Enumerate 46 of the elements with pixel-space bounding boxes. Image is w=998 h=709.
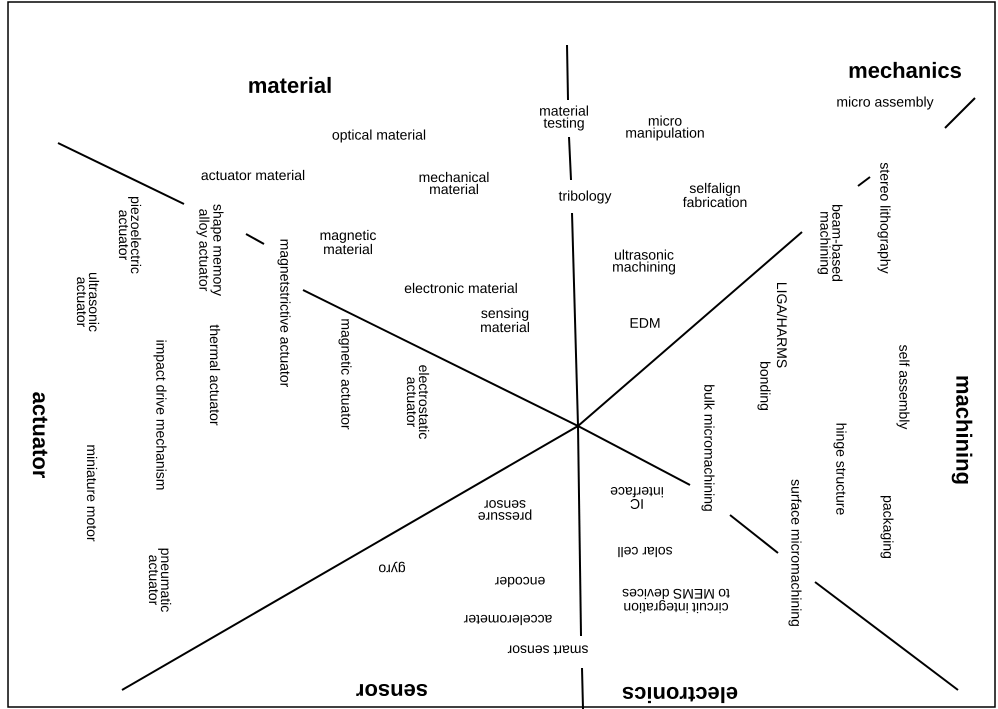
topic-label: smart sensor [508,645,588,655]
topic-label: tribology [558,190,612,204]
topic-label: micro assembly [837,96,934,110]
topic-label: accelerometer [464,614,552,626]
category-label: machining [952,376,972,484]
topic-label: shape memory alloy actuator [196,204,224,296]
topic-label: optical material [332,129,426,143]
topic-label: LIGA/HARMS [776,282,788,368]
topic-label: surface micromachining [788,479,802,626]
topic-label: pneumatic actuator [148,548,172,612]
topic-label: pressure sensor [478,500,532,520]
category-label: sensor [356,684,428,696]
topic-label: gyro [378,562,406,572]
topic-label: solar cell [618,546,672,558]
topic-label: impact drive mechanism [154,340,167,490]
category-label: actuator [32,392,48,478]
topic-label: electrostatic actuator [406,365,430,439]
topic-label: miniature motor [86,445,98,542]
topic-label: mechanical material [420,172,488,194]
topic-label: actuator material [201,170,304,180]
topic-label: selfalign fabrication [682,182,746,208]
category-label: electronics [622,686,738,704]
topic-label: IC interface [610,487,663,509]
topic-label: material testing [540,105,588,131]
topic-label: ultrasonic machining [613,249,675,275]
topic-label: magnetic material [320,230,376,254]
topic-label: bulk micromachining [701,385,715,511]
topic-label: piezoelectric actuator [118,197,142,274]
category-label: material [249,76,331,94]
topic-label: stereo lithography [877,162,891,274]
topic-label: magnetic actuator [338,319,352,430]
topic-label: ultrasonic actuator [76,272,100,332]
category-label: mechanics [850,62,961,78]
topic-label: electronic material [404,282,517,294]
topic-label: magnetstrictive actuator [277,240,291,388]
topic-label: hinge structure [833,424,847,515]
topic-label: packaging [880,496,894,558]
topic-label: encoder [494,576,545,588]
topic-label: thermal actuator [210,324,220,426]
topic-label: bonding [757,362,771,410]
topic-label: micro manipulation [626,115,704,141]
topic-label: sensing material [481,308,529,332]
topic-label: EDM [630,318,660,328]
topic-label: beam-based machining [817,205,843,281]
topic-label: self assembly [896,344,910,430]
topic-label: circuit integration to MEMS devices [622,588,730,614]
